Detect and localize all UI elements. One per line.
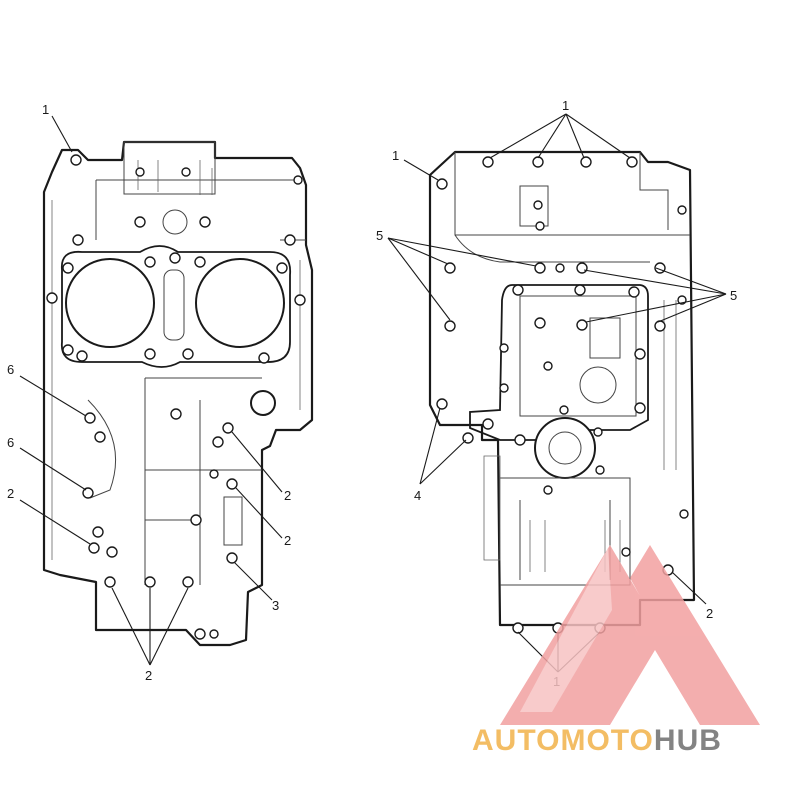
left-bolt-holes — [46, 154, 306, 640]
left-bore-2 — [195, 258, 285, 348]
left-callout-6a: 6 — [7, 362, 14, 377]
left-callout-6b: 6 — [7, 435, 14, 450]
left-callout-3: 3 — [272, 598, 279, 613]
right-callout-4: 4 — [414, 488, 421, 503]
right-callout-1-left: 1 — [392, 148, 399, 163]
left-leader-lines — [19, 115, 283, 666]
logo-brand-text: AUTOMOTOHUB — [472, 724, 722, 757]
left-callout-2a: 2 — [7, 486, 14, 501]
right-crankcase: 1 1 5 5 4 2 1 — [376, 98, 737, 689]
right-callout-1-top: 1 — [562, 98, 569, 113]
left-cylinder-gasket — [60, 245, 292, 368]
logo-brand-part1: AUTOMOTO — [472, 724, 654, 757]
left-callout-1: 1 — [42, 102, 49, 117]
left-crankcase: 1 6 6 2 2 2 3 2 — [7, 102, 314, 683]
right-callout-2: 2 — [706, 606, 713, 621]
left-top-block — [123, 141, 216, 195]
left-callout-2b: 2 — [284, 488, 291, 503]
right-callout-5-left: 5 — [376, 228, 383, 243]
left-bore-1 — [65, 258, 155, 348]
watermark-logo: AUTOMOTOHUB — [472, 545, 760, 757]
left-callout-2d: 2 — [145, 668, 152, 683]
logo-brand-part2: HUB — [654, 724, 722, 757]
right-callout-5-right: 5 — [730, 288, 737, 303]
right-bolt-holes — [436, 156, 689, 634]
left-callout-2c: 2 — [284, 533, 291, 548]
right-crank-boss — [534, 417, 596, 479]
